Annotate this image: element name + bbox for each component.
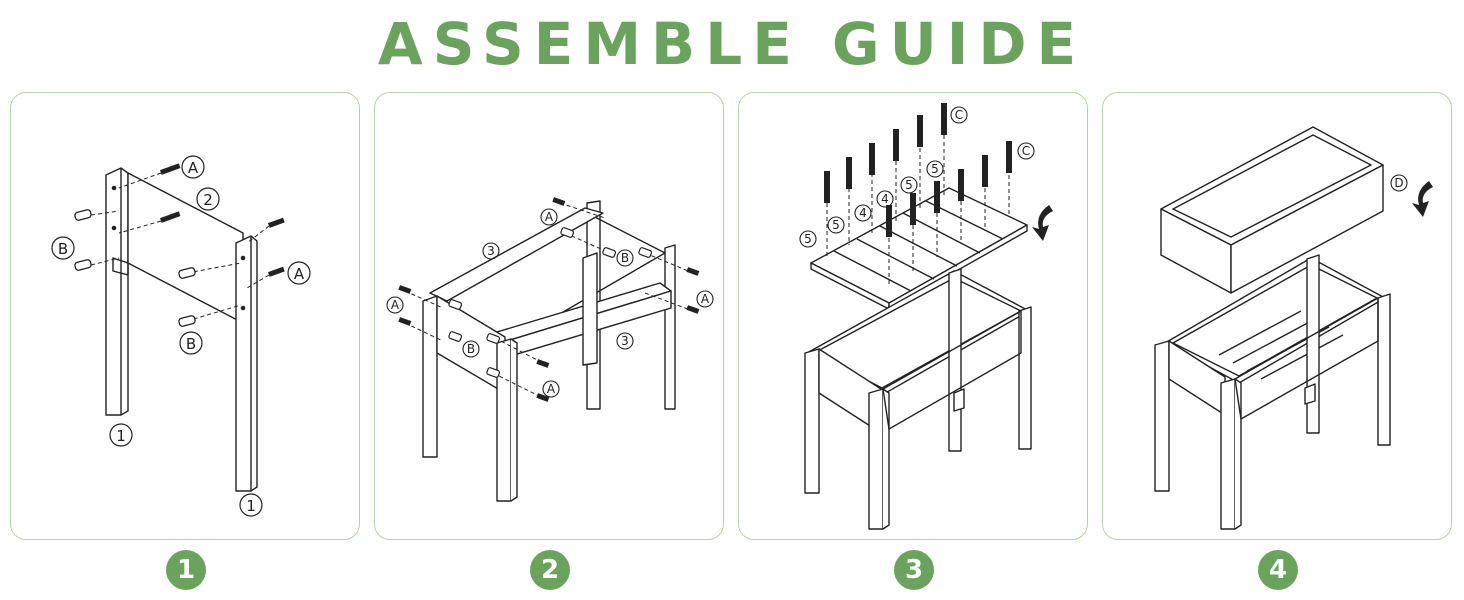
label-dowel-b: B	[58, 240, 68, 258]
step-number-1: 1	[166, 550, 206, 590]
step-1-diagram: A 2 B A B 1 1	[51, 155, 311, 517]
label-dowel-b-left: B	[467, 342, 475, 356]
label-leg-left: 1	[116, 427, 126, 445]
step-2-panel: A 3 B A A B 3 A	[374, 92, 724, 540]
label-screw-a-top: A	[545, 210, 554, 224]
step-number-3: 3	[894, 550, 934, 590]
step-4-diagram: D	[1154, 126, 1433, 530]
label-side-panel: 2	[203, 191, 213, 209]
label-dowel-b-top: B	[621, 251, 629, 265]
label-dowel-b-right: B	[186, 335, 196, 353]
step-1-panel: A 2 B A B 1 1	[10, 92, 360, 540]
label-leg-right: 1	[246, 497, 256, 515]
step-number-2: 2	[530, 550, 570, 590]
label-screw-a: A	[188, 159, 199, 177]
label-long-panel-back: 3	[487, 244, 495, 258]
label-slat-wide-1: 5	[931, 162, 939, 176]
label-slat-narrow-1: 4	[881, 192, 889, 206]
label-long-panel-front: 3	[621, 334, 629, 348]
label-slat-wide-3: 5	[832, 218, 840, 232]
page-title: ASSEMBLE GUIDE	[377, 10, 1087, 78]
label-slat-narrow-2: 4	[859, 206, 867, 220]
label-box-d: D	[1394, 176, 1403, 190]
label-screw-a-left: A	[391, 298, 400, 312]
step-4-panel: D	[1102, 92, 1452, 540]
step-number-4: 4	[1258, 550, 1298, 590]
step-3-panel: C C 5 5 4 4 5 5	[738, 92, 1088, 540]
label-slat-wide-4: 5	[804, 232, 812, 246]
step-3-diagram: C C 5 5 4 4 5 5	[799, 103, 1053, 530]
label-screw-c-right: C	[1022, 144, 1030, 158]
label-slat-wide-2: 5	[905, 178, 913, 192]
label-screw-a-right: A	[294, 265, 305, 283]
label-screw-c-top: C	[955, 108, 963, 122]
label-screw-a-right: A	[701, 292, 710, 306]
label-screw-a-bottom: A	[547, 382, 556, 396]
step-2-diagram: A 3 B A A B 3 A	[386, 197, 714, 502]
